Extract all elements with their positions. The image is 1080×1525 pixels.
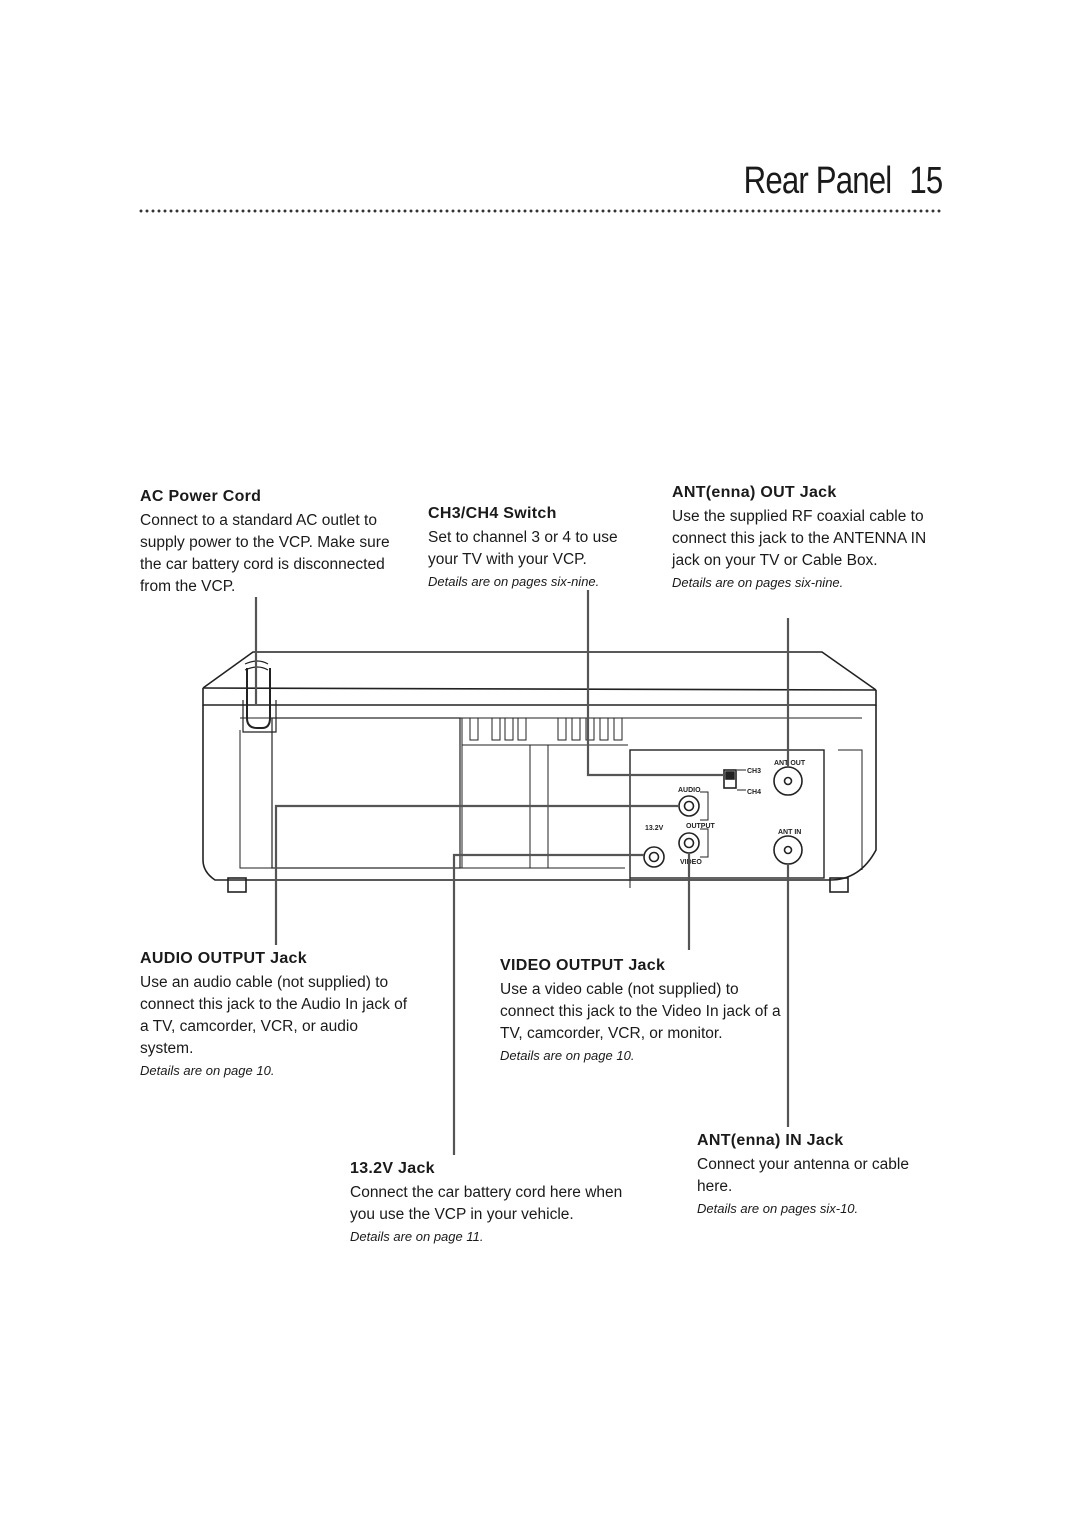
callout-body: Connect to a standard AC outlet to suppl… [140, 512, 390, 595]
callout-heading: ANT(enna) OUT Jack [672, 484, 837, 501]
panel-label-dc: 13.2V [645, 825, 664, 832]
callout-body: Connect your antenna or cable here. [697, 1156, 909, 1195]
callout-video-output: VIDEO OUTPUT Jack Use a video cable (not… [500, 955, 785, 1067]
callout-ant-out: ANT(enna) OUT Jack Use the supplied RF c… [672, 482, 927, 594]
dotted-rule [138, 208, 943, 214]
leader-ch-switch [586, 590, 724, 777]
panel-label-output: OUTPUT [686, 823, 716, 830]
page-title-text: Rear Panel [743, 160, 892, 202]
callout-body: Use the supplied RF coaxial cable to con… [672, 508, 927, 569]
panel-label-audio: AUDIO [678, 787, 701, 794]
callout-heading: ANT(enna) IN Jack [697, 1132, 844, 1149]
page-number: 15 [908, 160, 943, 202]
callout-heading: 13.2V Jack [350, 1160, 435, 1177]
callout-ref: Details are on page 11. [350, 1229, 484, 1244]
callout-body: Connect the car battery cord here when y… [350, 1184, 623, 1223]
callout-ref: Details are on pages six-10. [697, 1201, 859, 1216]
callout-body: Use a video cable (not supplied) to conn… [500, 981, 781, 1042]
callout-ant-in: ANT(enna) IN Jack Connect your antenna o… [697, 1130, 942, 1220]
leader-audio-output [274, 804, 679, 945]
callout-ch-switch: CH3/CH4 Switch Set to channel 3 or 4 to … [428, 503, 628, 593]
callout-ref: Details are on pages six-nine. [428, 574, 600, 589]
panel-label-ant-in: ANT IN [778, 829, 801, 836]
panel-label-ch4: CH4 [747, 789, 761, 796]
callout-ref: Details are on page 10. [140, 1063, 275, 1078]
panel-label-ant-out: ANT OUT [774, 760, 806, 767]
callout-ref: Details are on page 10. [500, 1048, 635, 1063]
panel-label-ch3: CH3 [747, 768, 761, 775]
callout-heading: CH3/CH4 Switch [428, 505, 557, 522]
callout-dc-jack: 13.2V Jack Connect the car battery cord … [350, 1158, 645, 1248]
panel-label-video: VIDEO [680, 859, 702, 866]
callout-ref: Details are on pages six-nine. [672, 575, 844, 590]
callout-heading: AC Power Cord [140, 488, 262, 505]
callout-body: Use an audio cable (not supplied) to con… [140, 974, 408, 1057]
callout-ac-power: AC Power Cord Connect to a standard AC o… [140, 486, 400, 598]
callout-audio-output: AUDIO OUTPUT Jack Use an audio cable (no… [140, 948, 415, 1082]
callout-body: Set to channel 3 or 4 to use your TV wit… [428, 529, 618, 568]
leader-dc-jack [452, 853, 644, 1155]
callout-heading: VIDEO OUTPUT Jack [500, 957, 666, 974]
page-title: Rear Panel 15 [743, 160, 943, 203]
callout-heading: AUDIO OUTPUT Jack [140, 950, 307, 967]
